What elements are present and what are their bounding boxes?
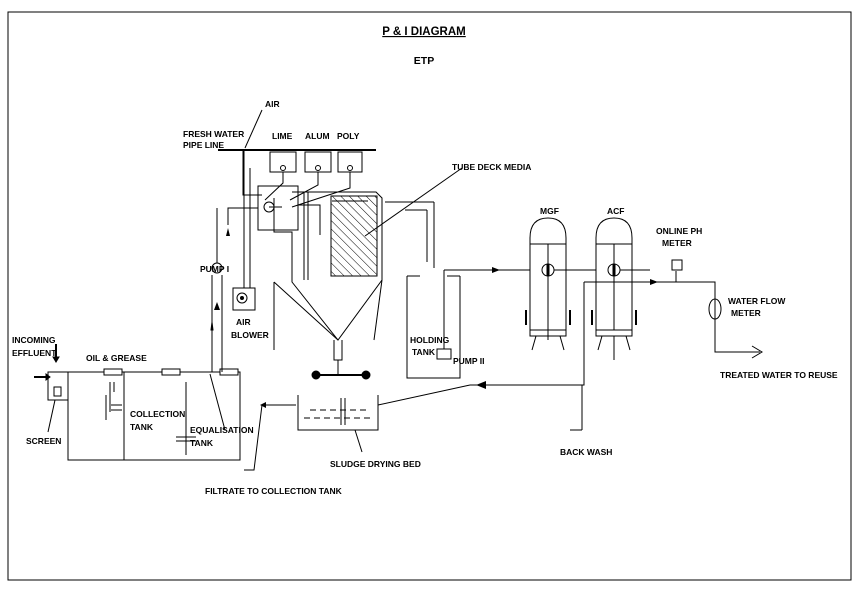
back-wash-line [470,282,585,431]
label-equalisation-2: TANK [190,438,214,448]
filtrate-line [244,404,296,471]
page-border [7,11,852,581]
label-poly: POLY [337,131,360,141]
label-fresh-water-2: PIPE LINE [183,140,224,150]
diagram-subtitle: ETP [414,55,434,67]
sludge-drying-bed [297,360,471,453]
tube-settler [273,167,463,361]
fresh-water-header [218,109,376,196]
air-blower [232,150,256,311]
screen-chamber [34,344,69,433]
label-equalisation-1: EQUALISATION [190,425,254,435]
label-collection-tank-1: COLLECTION [130,409,185,419]
label-water-flow-2: METER [731,308,761,318]
label-collection-tank-2: TANK [130,422,154,432]
label-back-wash: BACK WASH [560,447,612,457]
label-air-blower-2: BLOWER [231,330,269,340]
label-screen: SCREEN [26,436,61,446]
label-mgf: MGF [540,206,559,216]
label-online-ph-2: METER [662,238,692,248]
label-air-blower-1: AIR [236,317,251,327]
pump-i-lines [210,207,258,372]
label-incoming-1: INCOMING [12,335,56,345]
collection-tank [67,368,241,461]
label-alum: ALUM [305,131,330,141]
mgf-vessel [525,217,596,351]
label-water-flow-1: WATER FLOW [728,296,786,306]
label-incoming-2: EFFLUENT [12,348,57,358]
treated-water-line [584,259,763,359]
label-treated-water: TREATED WATER TO REUSE [720,370,838,380]
label-pump-i: PUMP I [200,264,229,274]
acf-vessel [591,217,650,360]
flash-mixer [257,185,321,235]
label-filtrate: FILTRATE TO COLLECTION TANK [205,486,343,496]
label-holding-tank-2: TANK [412,347,436,357]
label-air: AIR [265,99,280,109]
label-online-ph-1: ONLINE PH [656,226,702,236]
label-acf: ACF [607,206,624,216]
label-sludge-drying-bed: SLUDGE DRYING BED [330,459,421,469]
label-fresh-water-1: FRESH WATER [183,129,244,139]
label-lime: LIME [272,131,293,141]
label-oil-grease: OIL & GREASE [86,353,147,363]
holding-tank [406,267,530,379]
diagram-title: P & I DIAGRAM [382,26,466,38]
label-holding-tank-1: HOLDING [410,335,450,345]
label-tube-deck-media: TUBE DECK MEDIA [452,162,531,172]
label-pump-ii: PUMP II [453,356,485,366]
dosing-tanks [264,151,363,208]
